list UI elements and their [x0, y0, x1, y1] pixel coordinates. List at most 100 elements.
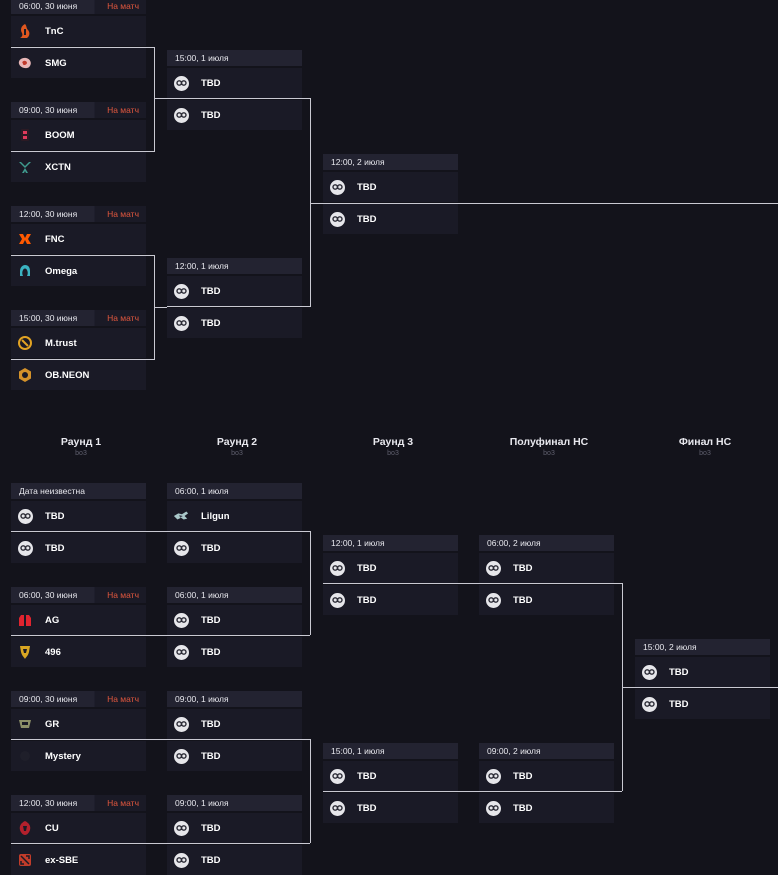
to-match-link[interactable]: На матч	[107, 694, 139, 704]
team-row[interactable]: TBD	[635, 657, 770, 687]
to-match-link[interactable]: На матч	[107, 590, 139, 600]
team-row[interactable]: Lilgun	[167, 501, 302, 531]
tbd-icon	[485, 800, 501, 816]
bracket-connector-line	[167, 98, 310, 99]
to-match-link[interactable]: На матч	[107, 1, 139, 11]
match-header: 09:00, 1 июля	[167, 691, 302, 707]
to-match-link[interactable]: На матч	[107, 313, 139, 323]
team-row[interactable]: FNC	[11, 224, 146, 254]
team-row[interactable]: TBD	[479, 585, 614, 615]
team-name: TBD	[201, 542, 221, 554]
team-row[interactable]: TBD	[167, 813, 302, 843]
team-name: TBD	[201, 718, 221, 730]
bracket-connector-line	[323, 583, 622, 584]
tbd-icon	[329, 211, 345, 227]
to-match-link[interactable]: На матч	[107, 798, 139, 808]
match-header: 12:00, 2 июля	[323, 154, 458, 170]
team-name: TBD	[669, 666, 689, 678]
team-row[interactable]: GR	[11, 709, 146, 739]
xctn-logo-icon	[17, 159, 33, 175]
team-row[interactable]: TBD	[167, 533, 302, 563]
team-name: BOOM	[45, 129, 75, 141]
team-name: ex-SBE	[45, 854, 79, 866]
team-row[interactable]: TBD	[323, 585, 458, 615]
team-row[interactable]: TBD	[479, 761, 614, 791]
team-row[interactable]: BOOM	[11, 120, 146, 150]
team-row[interactable]: TBD	[323, 553, 458, 583]
team-row[interactable]: TBD	[167, 68, 302, 98]
team-row[interactable]: TBD	[167, 845, 302, 875]
team-name: TBD	[45, 542, 65, 554]
team-name: SMG	[45, 57, 67, 69]
team-row[interactable]: TBD	[635, 689, 770, 719]
match-header: 06:00, 2 июля	[479, 535, 614, 551]
match-datetime: 09:00, 1 июля	[175, 694, 229, 704]
to-match-link[interactable]: На матч	[107, 105, 139, 115]
to-match-link[interactable]: На матч	[107, 209, 139, 219]
team-row[interactable]: TBD	[11, 501, 146, 531]
tbd-icon	[485, 560, 501, 576]
team-row[interactable]: TBD	[323, 172, 458, 202]
team-row[interactable]: TBD	[167, 709, 302, 739]
team-row[interactable]: OB.NEON	[11, 360, 146, 390]
team-row[interactable]: TBD	[167, 605, 302, 635]
team-row[interactable]: TBD	[323, 761, 458, 791]
team-row[interactable]: AG	[11, 605, 146, 635]
team-row[interactable]: TBD	[167, 276, 302, 306]
round-format: bo3	[543, 450, 555, 457]
team-row[interactable]: Omega	[11, 256, 146, 286]
team-row[interactable]: TBD	[167, 308, 302, 338]
gr-logo-icon	[17, 716, 33, 732]
bracket-connector-line	[154, 98, 167, 99]
team-row[interactable]: Mystery	[11, 741, 146, 771]
match-datetime: 12:00, 1 июля	[175, 261, 229, 271]
round-title: Финал НС	[678, 436, 732, 448]
team-row[interactable]: TBD	[323, 793, 458, 823]
team-row[interactable]: TBD	[167, 741, 302, 771]
team-row[interactable]: ex-SBE	[11, 845, 146, 875]
team-row[interactable]: TnC	[11, 16, 146, 46]
match-datetime: 09:00, 1 июля	[175, 798, 229, 808]
team-name: AG	[45, 614, 60, 626]
496-logo-icon	[17, 644, 33, 660]
team-row[interactable]: TBD	[479, 553, 614, 583]
match-header: 15:00, 2 июля	[635, 639, 770, 655]
team-row[interactable]: TBD	[167, 100, 302, 130]
team-row[interactable]: XCTN	[11, 152, 146, 182]
team-row[interactable]: SMG	[11, 48, 146, 78]
team-row[interactable]: CU	[11, 813, 146, 843]
bracket-connector-line	[310, 203, 323, 204]
team-row[interactable]: TBD	[11, 533, 146, 563]
team-row[interactable]: M.trust	[11, 328, 146, 358]
team-row[interactable]: TBD	[167, 637, 302, 667]
lilgun-logo-icon	[173, 508, 189, 524]
team-row[interactable]: 496	[11, 637, 146, 667]
bracket-connector-line	[310, 739, 311, 843]
team-name: TBD	[201, 285, 221, 297]
mtrust-logo-icon	[17, 335, 33, 351]
team-row[interactable]: TBD	[323, 204, 458, 234]
team-row[interactable]: TBD	[479, 793, 614, 823]
